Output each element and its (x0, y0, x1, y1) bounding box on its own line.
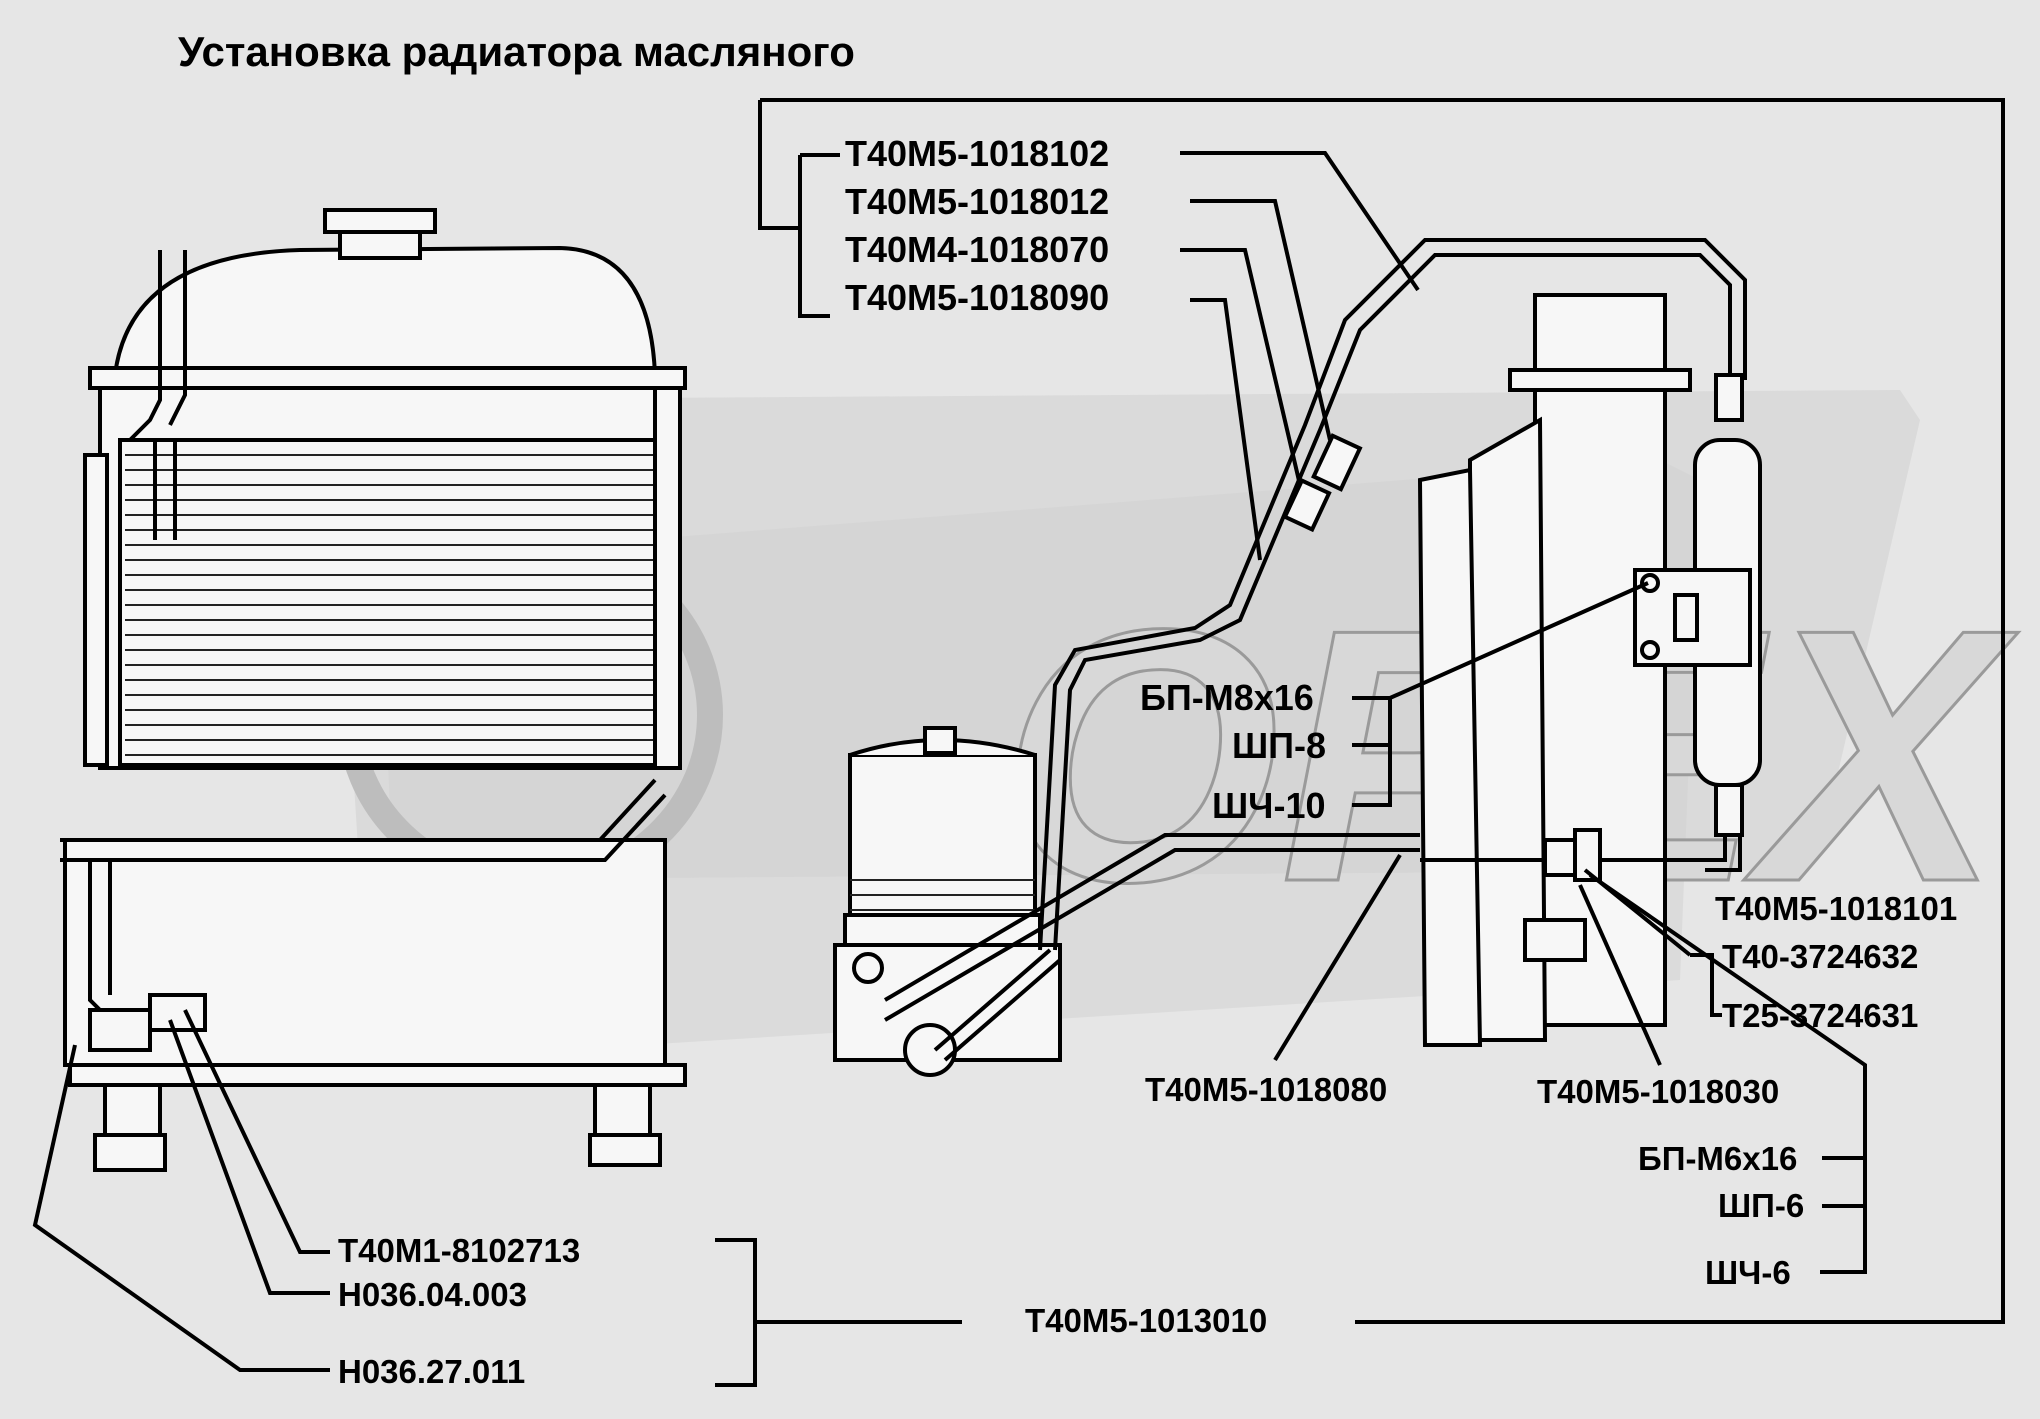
label-t40m5-1018090: Т40М5-1018090 (845, 277, 1109, 318)
radiator-assembly (60, 208, 687, 1172)
label-shch-6: ШЧ-6 (1705, 1254, 1791, 1291)
label-bp-m8x16: БП-М8х16 (1140, 677, 1314, 718)
label-t40-3724632: Т40-3724632 (1722, 938, 1918, 975)
label-t40m4-1018070: Т40М4-1018070 (845, 229, 1109, 270)
label-bp-m6x16: БП-М6х16 (1638, 1140, 1797, 1177)
label-shch-10: ШЧ-10 (1212, 785, 1326, 826)
label-t40m5-1018080: Т40М5-1018080 (1145, 1071, 1387, 1108)
oil-cooler-unit (1417, 293, 1762, 1047)
label-n036-04-003: Н036.04.003 (338, 1276, 527, 1313)
label-t40m5-1018012: Т40М5-1018012 (845, 181, 1109, 222)
label-shp-8: ШП-8 (1232, 725, 1326, 766)
label-t40m1-8102713: Т40М1-8102713 (338, 1232, 580, 1269)
leader-lines (32, 98, 2005, 1387)
label-n036-27-011: Н036.27.011 (338, 1353, 525, 1390)
label-shp-6: ШП-6 (1718, 1187, 1804, 1224)
label-t40m5-1018030: Т40М5-1018030 (1537, 1073, 1779, 1110)
label-t40m5-1013010: Т40М5-1013010 (1025, 1302, 1267, 1339)
label-t40m5-1018102: Т40М5-1018102 (845, 133, 1109, 174)
page-title: Установка радиатора масляного (178, 28, 855, 75)
oil-filter (833, 238, 1747, 1077)
label-t40m5-1018101: Т40М5-1018101 (1715, 890, 1957, 927)
part-labels: Т40М5-1018102 Т40М5-1018012 Т40М4-101807… (338, 133, 1957, 1390)
label-t25-3724631: Т25-3724631 (1722, 997, 1918, 1034)
